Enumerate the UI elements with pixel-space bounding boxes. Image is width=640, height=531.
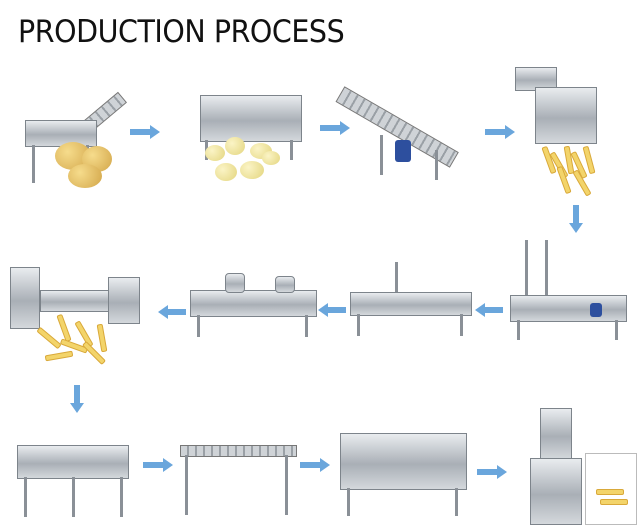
peeling-machine	[190, 85, 310, 190]
arrow-right-icon	[477, 465, 507, 479]
potato	[68, 164, 102, 188]
arrow-right-icon	[485, 125, 515, 139]
arrow-left-icon	[158, 305, 186, 319]
arrow-left-icon	[318, 303, 346, 317]
elevator-washer	[20, 80, 130, 190]
arrow-right-icon	[130, 125, 160, 139]
blanching-machine	[505, 240, 630, 345]
cutting-machine	[510, 62, 610, 202]
freezer	[335, 428, 470, 523]
sorting-conveyor	[335, 80, 465, 185]
frying-machine	[10, 265, 160, 375]
arrow-right-icon	[320, 121, 350, 135]
cooling-conveyor	[175, 430, 300, 525]
arrow-right-icon	[143, 458, 173, 472]
arrow-left-icon	[475, 303, 503, 317]
washing-machine	[345, 262, 475, 342]
product-bag	[585, 453, 637, 525]
de-oiling-machine	[12, 425, 132, 525]
dewatering-line	[185, 268, 320, 343]
arrow-right-icon	[300, 458, 330, 472]
packaging-machine	[515, 408, 640, 531]
arrow-down-icon	[70, 385, 84, 413]
motor	[395, 140, 411, 162]
page-title: PRODUCTION PROCESS	[18, 14, 345, 50]
arrow-down-icon	[569, 205, 583, 233]
